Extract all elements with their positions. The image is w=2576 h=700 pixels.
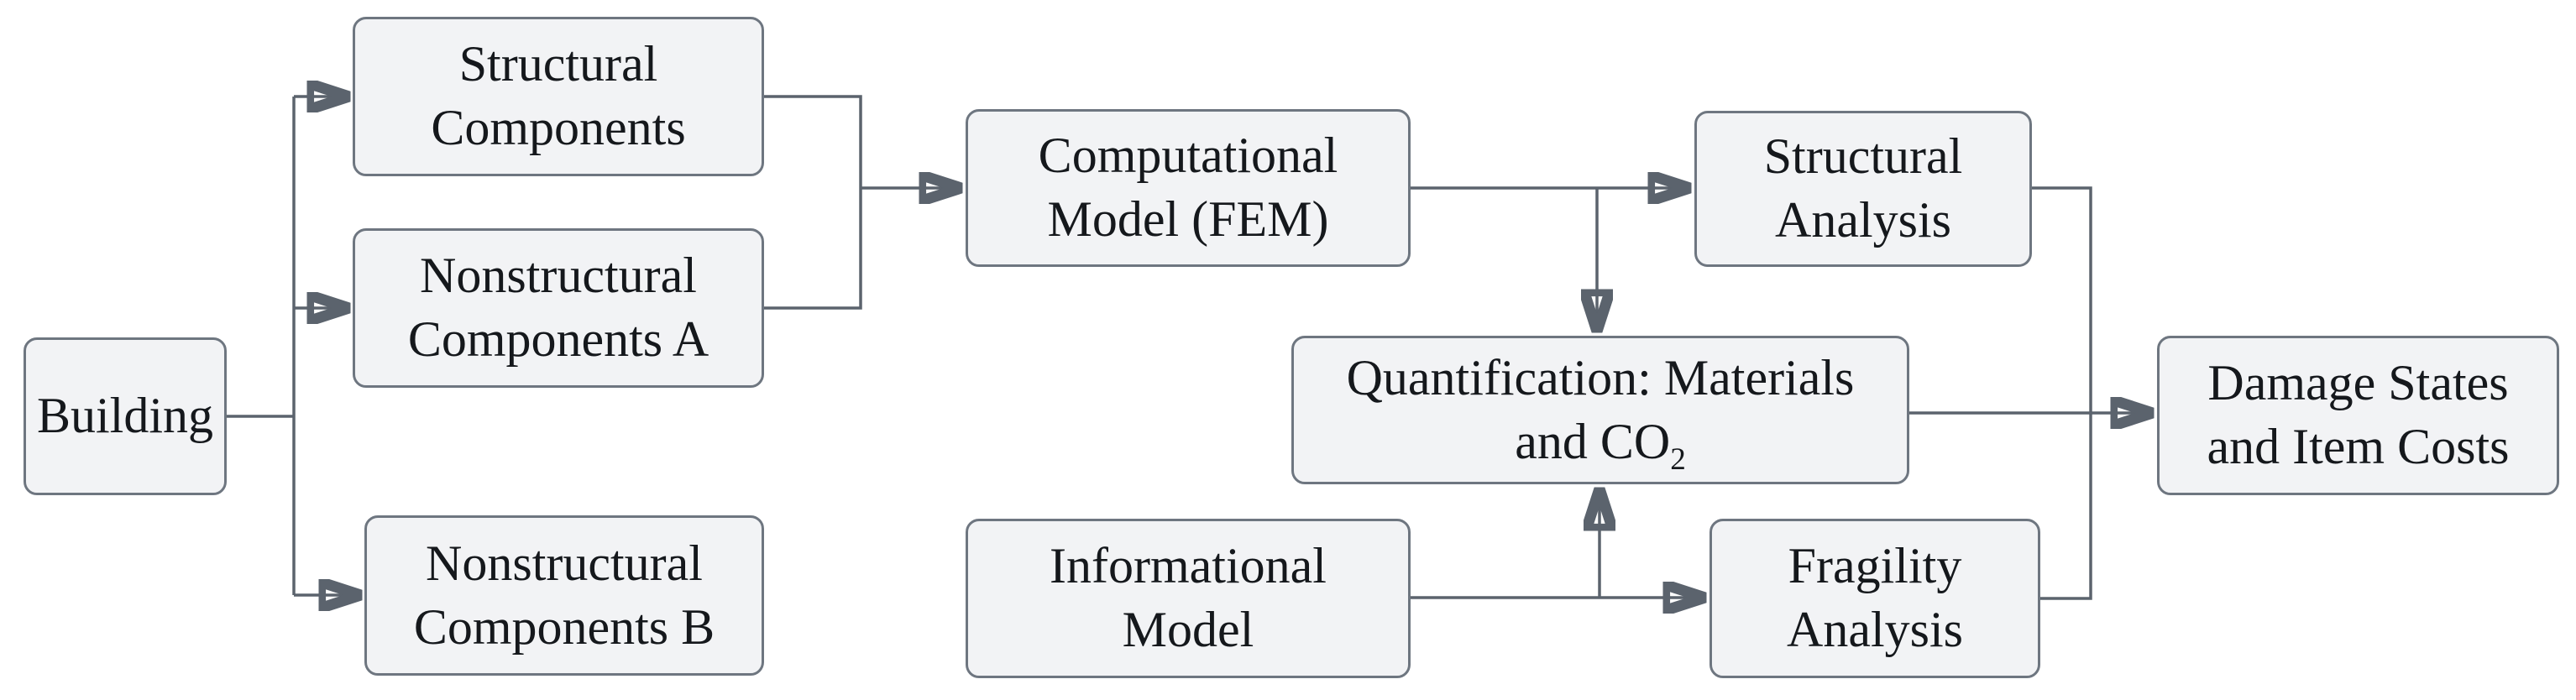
node-nonstructural-a-label-line2: Components A	[407, 311, 709, 367]
node-quantification-co-subscript: 2	[1670, 441, 1686, 477]
node-structural-components-label-line1: Structural	[458, 36, 658, 92]
node-damage-states: Damage States and Item Costs	[2157, 336, 2559, 495]
node-building: Building	[24, 337, 227, 495]
node-structural-analysis: Structural Analysis	[1694, 111, 2032, 267]
node-nonstructural-components-a: Nonstructural Components A	[353, 228, 764, 388]
node-quantification-label-line2: and CO2	[1515, 410, 1686, 477]
node-quantification-co-text: and CO	[1515, 413, 1671, 469]
node-structural-analysis-label-line2: Analysis	[1775, 192, 1951, 248]
node-quantification-label-line1: Quantification: Materials	[1346, 349, 1855, 405]
node-computational-model: Computational Model (FEM)	[966, 109, 1411, 267]
node-computational-model-label-line2: Model (FEM)	[1047, 191, 1329, 247]
node-informational-model-label-line1: Informational	[1050, 538, 1327, 594]
node-computational-model-label-line1: Computational	[1038, 128, 1338, 184]
node-nonstructural-b-label-line1: Nonstructural	[426, 535, 703, 591]
node-quantification: Quantification: Materials and CO2	[1291, 336, 1909, 484]
node-structural-analysis-label-line1: Structural	[1763, 128, 1963, 185]
node-structural-components: Structural Components	[353, 17, 764, 176]
node-nonstructural-a-label-line1: Nonstructural	[420, 248, 697, 304]
node-damage-states-label-line2: and Item Costs	[2207, 419, 2510, 474]
node-informational-model-label-line2: Model	[1122, 602, 1254, 657]
node-building-label: Building	[36, 388, 214, 444]
node-nonstructural-b-label-line2: Components B	[413, 598, 715, 655]
node-fragility-analysis-label-line2: Analysis	[1787, 602, 1963, 657]
node-nonstructural-components-b: Nonstructural Components B	[364, 515, 764, 676]
node-damage-states-label-line1: Damage States	[2207, 355, 2509, 411]
node-informational-model: Informational Model	[966, 519, 1411, 678]
edge-analyses-collector	[2032, 186, 2092, 600]
node-fragility-analysis-label-line1: Fragility	[1788, 538, 1962, 594]
edge-components-merge	[764, 95, 862, 310]
node-structural-components-label-line2: Components	[431, 100, 686, 155]
node-fragility-analysis: Fragility Analysis	[1709, 519, 2040, 678]
edge-building-branch-trunk	[227, 97, 296, 595]
